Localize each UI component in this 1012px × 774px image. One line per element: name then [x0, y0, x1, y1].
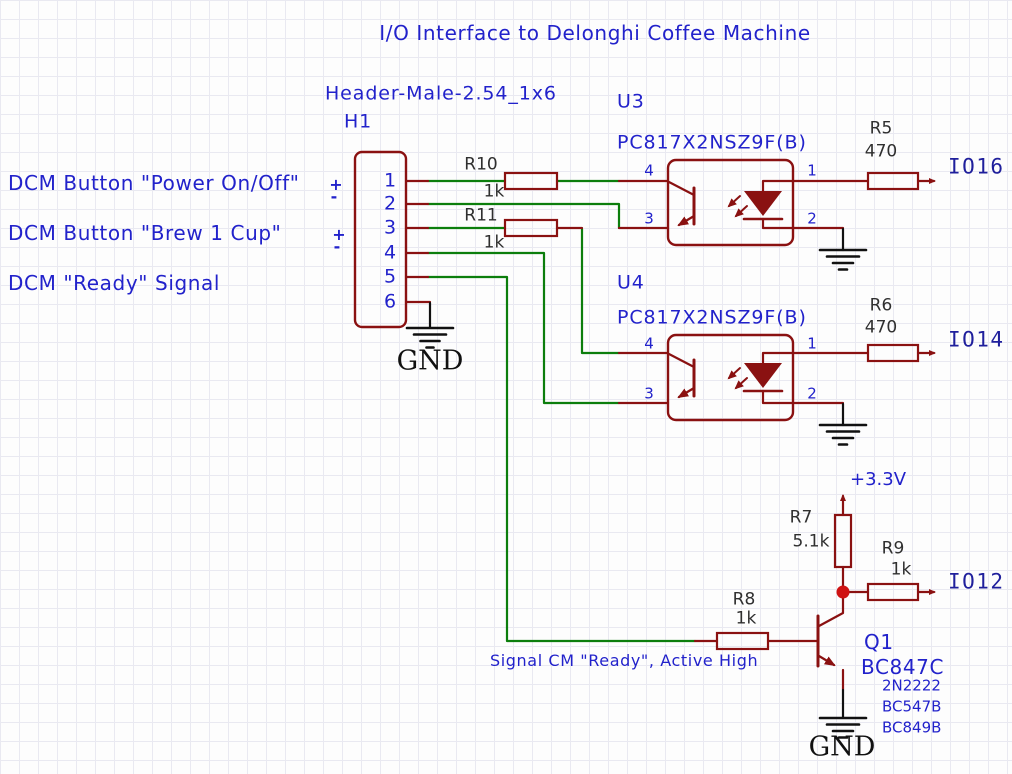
r9-refdes: R9 [881, 538, 905, 559]
gnd-symbol-u4[interactable] [818, 402, 868, 446]
r11-refdes: R11 [464, 205, 498, 226]
u3-refdes: U3 [617, 90, 645, 113]
header-pin-number-1: 1 [383, 169, 397, 192]
u4-part: PC817X2NSZ9F(B) [617, 306, 807, 329]
header-h1-symbol[interactable] [353, 150, 408, 329]
transistor-q1-symbol[interactable] [816, 590, 845, 692]
net-label-io12[interactable]: IO12 [948, 569, 1005, 594]
net-label-io14[interactable]: IO14 [948, 327, 1005, 352]
u3-photo-collector [667, 180, 696, 197]
polarity-minus-power: - [330, 187, 338, 206]
u4-pin-4: 4 [644, 334, 654, 353]
u4-led-cathode [761, 389, 795, 405]
r10-refdes: R10 [464, 154, 498, 175]
r7-value: 5.1k [792, 531, 830, 552]
header-refdes: H1 [344, 110, 373, 133]
u3-pin-3: 3 [644, 209, 654, 228]
junction-dot [836, 585, 850, 599]
wires-net[interactable] [426, 179, 697, 643]
u3-pin-4: 4 [644, 161, 654, 180]
r7-refdes: R7 [789, 507, 813, 528]
polarity-plus-power: + [329, 175, 343, 194]
resistor-r8-symbol[interactable] [715, 631, 770, 651]
sheet-title: I/O Interface to Delonghi Coffee Machine [379, 21, 811, 45]
wire-pin5-to-r8 [426, 275, 697, 643]
q1-alternate-1: 2N2222 [882, 676, 941, 695]
gnd-symbol-header[interactable] [405, 301, 455, 349]
resistor-r7-symbol[interactable] [833, 513, 853, 569]
u3-pin-2: 2 [807, 209, 817, 228]
u4-led-anode [761, 351, 795, 365]
header-part-name: Header-Male-2.54_1x6 [325, 82, 557, 105]
r10-value: 1k [483, 181, 505, 202]
wires-pins[interactable] [404, 178, 936, 643]
input-label-power: DCM Button "Power On/Off" [8, 171, 300, 195]
u4-pin-2: 2 [807, 384, 817, 403]
q1-emitter [817, 654, 836, 667]
u3-light-arrow-2 [734, 205, 748, 218]
u3-led-cathode [761, 217, 795, 230]
u4-refdes: U4 [617, 271, 645, 294]
input-label-brew: DCM Button "Brew 1 Cup" [8, 221, 282, 245]
r6-value: 470 [864, 317, 898, 338]
header-pin-number-4: 4 [383, 241, 397, 264]
u4-photo-emitter [677, 386, 696, 399]
gnd-symbol-q1[interactable] [818, 688, 868, 739]
resistor-r9-symbol[interactable] [866, 582, 920, 602]
u4-photo-collector [667, 352, 696, 369]
q1-alternate-2: BC547B [882, 697, 942, 716]
gnd-label-header: GND [396, 345, 464, 377]
header-pin-number-5: 5 [383, 265, 397, 288]
wire-pin4-to-u4pin3 [426, 251, 621, 405]
u3-photo-emitter [677, 214, 696, 227]
polarity-plus-brew: + [332, 225, 346, 244]
header-pin-number-6: 6 [383, 290, 397, 313]
r9-value: 1k [890, 559, 912, 580]
optocoupler-u3-symbol[interactable] [666, 158, 795, 247]
r6-refdes: R6 [869, 295, 893, 316]
net-label-io16[interactable]: IO16 [948, 154, 1005, 179]
power-rail-label: +3.3V [850, 469, 907, 490]
u4-light-arrow-2 [734, 377, 748, 390]
u4-pin-3: 3 [644, 384, 654, 403]
gnd-symbol-u3[interactable] [818, 227, 868, 271]
q1-collector [817, 590, 845, 628]
u3-led-anode [761, 179, 795, 193]
r8-value: 1k [735, 608, 757, 629]
input-label-ready: DCM "Ready" Signal [8, 271, 221, 295]
u3-part: PC817X2NSZ9F(B) [617, 131, 807, 154]
u4-light-arrow-1 [727, 367, 741, 380]
header-pin-number-2: 2 [383, 192, 397, 215]
u3-light-arrow-1 [727, 195, 741, 208]
q1-refdes: Q1 [864, 630, 894, 654]
q1-alternate-3: BC849B [882, 718, 942, 737]
gnd-label-q1: GND [808, 731, 876, 763]
header-pin-number-3: 3 [383, 216, 397, 239]
u4-led-triangle [744, 363, 782, 388]
u3-pin-1: 1 [807, 161, 817, 180]
resistor-r5-symbol[interactable] [866, 171, 920, 191]
optocoupler-u4-symbol[interactable] [666, 333, 795, 422]
r5-value: 470 [864, 141, 898, 162]
u4-pin-1: 1 [807, 334, 817, 353]
resistor-r11-symbol[interactable] [503, 218, 559, 238]
r8-refdes: R8 [732, 589, 756, 610]
resistor-r10-symbol[interactable] [503, 171, 559, 191]
polarity-minus-brew: - [333, 237, 341, 256]
signal-note: Signal CM "Ready", Active High [490, 651, 759, 670]
resistor-r6-symbol[interactable] [866, 343, 920, 363]
u3-led-triangle [744, 191, 782, 216]
wire-pin2-to-u3pin3 [426, 202, 621, 230]
r11-value: 1k [483, 232, 505, 253]
wire-r11-to-u4pin4 [580, 227, 621, 355]
r5-refdes: R5 [869, 118, 893, 139]
q1-part: BC847C [861, 655, 945, 679]
